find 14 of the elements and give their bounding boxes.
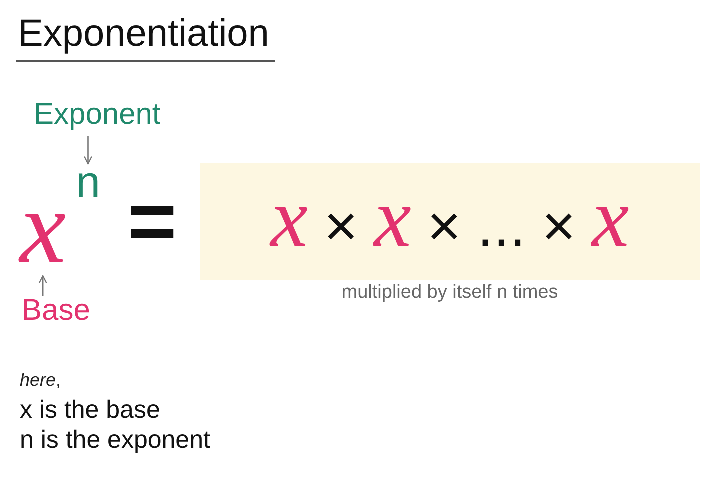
- note-heading: here,: [20, 370, 62, 391]
- equals-sign: =: [128, 176, 178, 266]
- exponent-variable: n: [76, 160, 100, 206]
- note-text: x is the base: [20, 396, 160, 425]
- caption-text: multiplied by itself n times: [340, 282, 560, 304]
- exponent-label: Exponent: [34, 98, 161, 132]
- leader-arrow: [38, 275, 48, 296]
- product-expression: x × x × ... × x: [268, 171, 630, 267]
- product-band: [200, 163, 700, 280]
- title: Exponentiation: [16, 12, 276, 62]
- note-text: n is the exponent: [20, 426, 210, 455]
- leader-arrow: [84, 136, 92, 165]
- base-variable: x: [16, 178, 70, 278]
- base-label: Base: [22, 294, 90, 328]
